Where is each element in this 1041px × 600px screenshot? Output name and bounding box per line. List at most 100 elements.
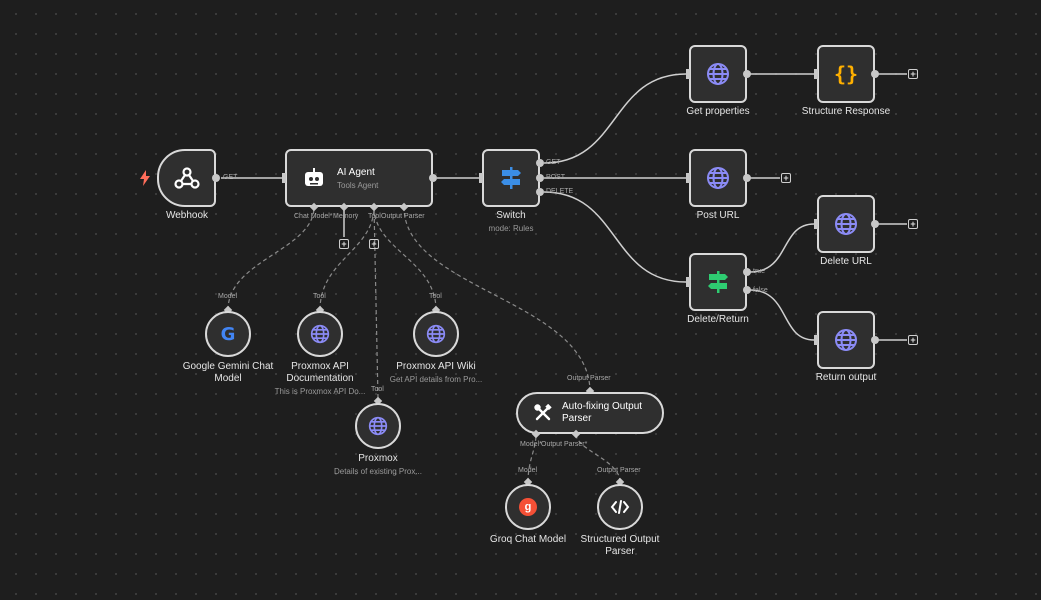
proxmox-input-label: Tool <box>371 386 384 393</box>
structured-parser-label-line2: Parser <box>605 546 635 557</box>
globe-icon <box>426 324 446 344</box>
gemini-node[interactable]: G <box>205 311 251 357</box>
globe-icon <box>706 166 730 190</box>
return-output-input-port[interactable] <box>814 335 818 345</box>
ai-agent-input-port[interactable] <box>282 173 286 183</box>
autofix-node[interactable]: Auto-fixing Output Parser <box>516 392 664 434</box>
gemini-input-label: Model <box>218 293 238 300</box>
edge-gemini-agent <box>227 206 315 311</box>
globe-icon <box>834 212 858 236</box>
delete-url-label: Delete URL <box>820 256 872 267</box>
globe-icon <box>706 62 730 86</box>
proxmox-node[interactable] <box>355 403 401 449</box>
proxmox-api-doc-subtitle: This is Proxmox API Do... <box>274 387 366 396</box>
get-properties-input-port[interactable] <box>686 69 690 79</box>
ai-agent-output-port[interactable] <box>429 174 437 182</box>
autofix-label-line2: Parser <box>562 413 592 424</box>
get-properties-label: Get properties <box>686 106 750 117</box>
edge-switch-getprops <box>543 73 687 164</box>
structured-parser-label-line1: Structured Output <box>580 534 660 545</box>
if-true-port[interactable] <box>743 268 751 276</box>
autofix-input-label: Output Parser <box>567 375 611 382</box>
signpost-icon <box>498 165 524 191</box>
return-output-add-button[interactable]: + <box>908 335 918 345</box>
if-true-label: true <box>753 268 766 275</box>
structured-parser-node[interactable] <box>597 484 643 530</box>
gemini-label-line1: Google Gemini Chat <box>182 361 274 372</box>
groq-input-label: Model <box>518 467 538 474</box>
structure-response-add-button[interactable]: + <box>908 69 918 79</box>
structure-response-node[interactable]: {} <box>817 45 875 103</box>
post-url-input-port[interactable] <box>686 173 690 183</box>
braces-icon: {} <box>833 62 859 86</box>
delete-return-label: Delete/Return <box>687 314 749 325</box>
autofix-label-line1: Auto-fixing Output <box>562 401 643 412</box>
code-icon <box>610 499 630 515</box>
gemini-label: Google Gemini Chat Model <box>170 361 286 385</box>
proxmox-api-wiki-label: Proxmox API Wiki <box>396 361 476 372</box>
groq-label: Groq Chat Model <box>489 534 567 545</box>
ai-agent-node[interactable]: AI Agent Tools Agent <box>285 149 433 207</box>
gemini-label-line2: Model <box>214 373 242 384</box>
edge-switch-deletereturn <box>543 191 687 283</box>
switch-get-label: GET <box>546 159 561 166</box>
webhook-output-label: GET <box>223 174 238 181</box>
globe-icon <box>310 324 330 344</box>
get-properties-output-port[interactable] <box>743 70 751 78</box>
delete-url-node[interactable] <box>817 195 875 253</box>
structure-response-label: Structure Response <box>801 106 891 117</box>
webhook-node[interactable] <box>157 149 216 207</box>
edge-proxmox-agent <box>373 206 379 399</box>
get-properties-node[interactable] <box>689 45 747 103</box>
return-output-node[interactable] <box>817 311 875 369</box>
switch-delete-port[interactable] <box>536 188 544 196</box>
agent-output-parser-label: Output Parser <box>381 213 425 220</box>
add-tool-button[interactable]: + <box>369 239 379 249</box>
google-icon: G <box>220 323 236 345</box>
tools-icon <box>534 404 552 422</box>
signpost-icon <box>705 269 731 295</box>
post-url-output-port[interactable] <box>743 174 751 182</box>
doc-input-label: Tool <box>313 293 326 300</box>
webhook-output-port[interactable] <box>212 174 220 182</box>
agent-memory-label: Memory <box>333 213 359 220</box>
structured-parser-label: Structured Output Parser <box>568 534 672 558</box>
post-url-node[interactable] <box>689 149 747 207</box>
add-memory-button[interactable]: + <box>339 239 349 249</box>
delete-return-node[interactable] <box>689 253 747 311</box>
edge-autofix-agent <box>403 206 591 393</box>
globe-icon <box>368 416 388 436</box>
if-false-port[interactable] <box>743 286 751 294</box>
structure-response-input-port[interactable] <box>814 69 818 79</box>
delete-url-output-port[interactable] <box>871 220 879 228</box>
proxmox-label: Proxmox <box>358 453 398 464</box>
return-output-output-port[interactable] <box>871 336 879 344</box>
switch-post-label: POST <box>546 174 566 181</box>
wiki-input-label: Tool <box>429 293 442 300</box>
groq-node[interactable]: g <box>505 484 551 530</box>
webhook-label: Webhook <box>165 210 209 221</box>
edge-false-returnoutput <box>749 289 815 341</box>
delete-return-input-port[interactable] <box>686 277 690 287</box>
switch-node[interactable] <box>482 149 540 207</box>
switch-delete-label: DELETE <box>546 188 574 195</box>
groq-icon: g <box>519 498 537 516</box>
edge-true-deleteurl <box>749 223 815 273</box>
switch-get-port[interactable] <box>536 159 544 167</box>
trigger-bolt-icon <box>139 170 151 186</box>
switch-input-port[interactable] <box>479 173 483 183</box>
webhook-icon <box>173 166 200 190</box>
post-url-add-button[interactable]: + <box>781 173 791 183</box>
switch-post-port[interactable] <box>536 174 544 182</box>
autofix-model-label: Model* <box>520 441 542 448</box>
proxmox-api-wiki-node[interactable] <box>413 311 459 357</box>
edge-wiki-agent <box>373 206 437 311</box>
delete-url-add-button[interactable]: + <box>908 219 918 229</box>
autofix-parser-label: Output Parser* <box>541 441 588 448</box>
structure-response-output-port[interactable] <box>871 70 879 78</box>
proxmox-api-doc-label-line1: Proxmox API <box>291 361 349 372</box>
edge-doc-agent <box>319 206 375 311</box>
delete-url-input-port[interactable] <box>814 219 818 229</box>
proxmox-api-doc-node[interactable] <box>297 311 343 357</box>
